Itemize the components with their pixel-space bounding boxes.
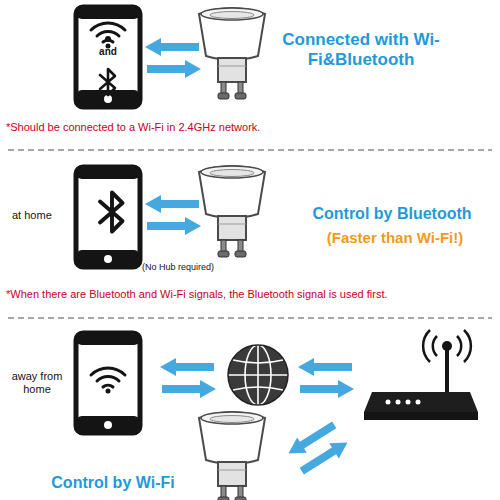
arrows	[298, 358, 354, 398]
wifi-icon	[91, 23, 125, 49]
note: *Should be connected to a Wi-Fi in 2.4GH…	[6, 121, 494, 134]
icon-caption: and	[90, 46, 126, 58]
heading: Connected with Wi-Fi&Bluetooth	[266, 30, 456, 69]
gu10-bulb	[199, 412, 265, 500]
phone-icon	[76, 333, 140, 433]
dot	[105, 36, 111, 42]
heading: Control by Bluetooth	[288, 205, 496, 223]
subheading: (Faster than Wi-Fi!)	[300, 229, 490, 246]
bluetooth-icon	[100, 193, 123, 232]
side-label: away from home	[6, 370, 68, 395]
heading: Control by Wi-Fi	[28, 474, 198, 492]
phone-icon	[76, 7, 140, 107]
side-label: at home	[12, 209, 72, 222]
divider	[8, 149, 492, 151]
arrows	[145, 195, 201, 235]
wifi-icon	[91, 368, 125, 394]
gu10-bulb	[199, 166, 265, 257]
bluetooth-icon	[100, 69, 115, 95]
arrows	[284, 416, 353, 480]
arrows	[145, 38, 201, 78]
note: *When there are Bluetooth and Wi-Fi sign…	[6, 288, 494, 301]
small-note: (No Hub required)	[142, 262, 242, 272]
gu10-bulb	[199, 8, 265, 99]
arrows	[160, 358, 216, 398]
divider	[8, 317, 492, 319]
phone-icon	[76, 167, 140, 267]
router	[364, 330, 478, 420]
globe	[228, 345, 288, 405]
